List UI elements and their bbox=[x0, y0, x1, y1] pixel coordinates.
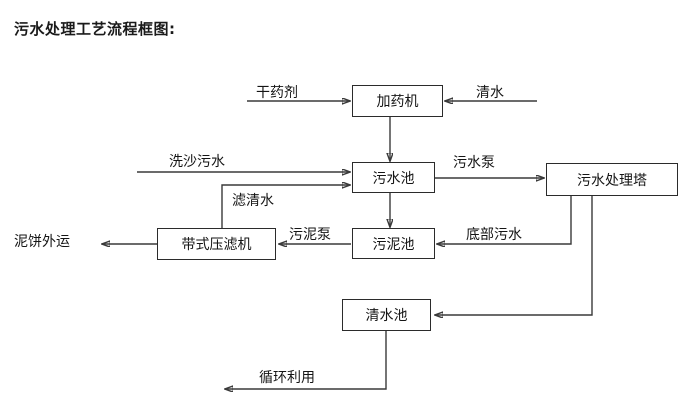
node-belt-filter-press[interactable]: 带式压滤机 bbox=[157, 228, 276, 260]
node-sewage-pool[interactable]: 污水池 bbox=[352, 162, 435, 193]
node-sewage-treatment-tower-label: 污水处理塔 bbox=[577, 172, 647, 189]
node-sludge-pool-label: 污泥池 bbox=[372, 236, 415, 253]
node-dosing-machine[interactable]: 加药机 bbox=[352, 85, 443, 117]
wire-bottom-sewage-to-sludge-pool bbox=[437, 196, 572, 244]
label-dry-agent: 干药剂 bbox=[256, 85, 298, 101]
label-clean-water-in: 清水 bbox=[476, 85, 504, 101]
node-clean-water-pool-label: 清水池 bbox=[365, 308, 408, 324]
wire-filtrate-to-sewage-pool bbox=[221, 185, 350, 228]
label-mud-cake-outbound: 泥饼外运 bbox=[14, 234, 70, 250]
label-filtrate-clear-water: 滤清水 bbox=[232, 193, 274, 209]
label-bottom-sewage: 底部污水 bbox=[466, 227, 522, 243]
wire-clean-water-recycle bbox=[225, 330, 387, 389]
node-sewage-treatment-tower[interactable]: 污水处理塔 bbox=[546, 163, 678, 196]
node-dosing-machine-label: 加药机 bbox=[376, 94, 419, 110]
node-clean-water-pool[interactable]: 清水池 bbox=[342, 299, 431, 331]
node-sludge-pool[interactable]: 污泥池 bbox=[352, 228, 435, 259]
label-sludge-pump: 污泥泵 bbox=[289, 227, 331, 243]
label-sand-washing-sewage: 洗沙污水 bbox=[169, 154, 225, 170]
page-title: 污水处理工艺流程框图: bbox=[14, 20, 176, 38]
label-sewage-pump: 污水泵 bbox=[453, 155, 495, 171]
node-belt-filter-press-label: 带式压滤机 bbox=[181, 237, 252, 253]
label-recycling-reuse: 循环利用 bbox=[259, 370, 315, 386]
node-sewage-pool-label: 污水池 bbox=[372, 170, 415, 187]
wire-tower-to-clean-water-pool bbox=[435, 196, 593, 315]
